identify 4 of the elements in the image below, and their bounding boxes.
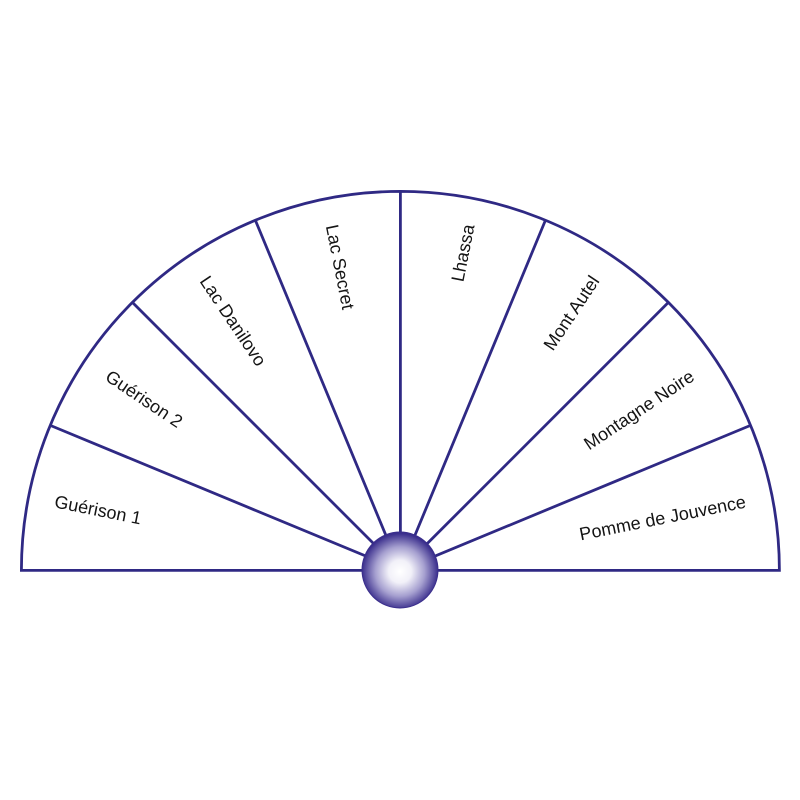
sector-label: Lhassa <box>448 222 478 284</box>
sector-label: Pomme de Jouvence <box>578 492 748 544</box>
sector-label: Lac Secret <box>322 222 358 312</box>
sector-label: Guérison 1 <box>52 492 144 528</box>
